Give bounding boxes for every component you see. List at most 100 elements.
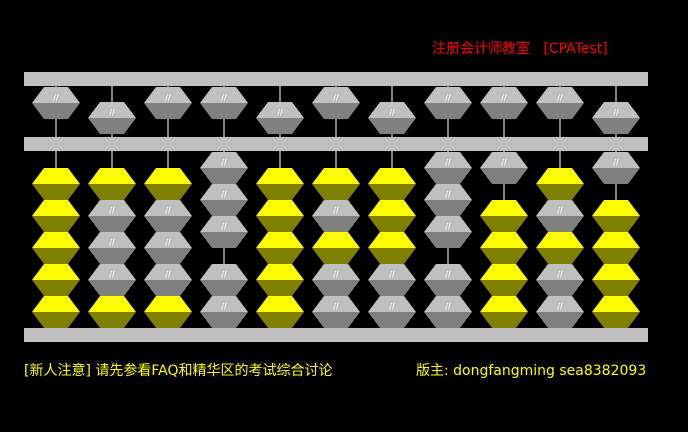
earth-bead-active[interactable] xyxy=(368,200,416,232)
earth-bead-active[interactable] xyxy=(368,232,416,264)
earth-bead[interactable]: // xyxy=(424,296,472,328)
earth-bead-active[interactable] xyxy=(312,168,360,200)
earth-bead-active[interactable] xyxy=(536,232,584,264)
earth-bead-active[interactable] xyxy=(312,232,360,264)
earth-bead[interactable]: // xyxy=(536,264,584,296)
earth-bead[interactable]: // xyxy=(200,184,248,216)
earth-bead[interactable]: // xyxy=(88,264,136,296)
bead-mark: // xyxy=(221,222,227,231)
bead-mark: // xyxy=(109,206,115,215)
earth-bead-active[interactable] xyxy=(368,168,416,200)
earth-bead[interactable]: // xyxy=(480,152,528,184)
bead-mark: // xyxy=(389,270,395,279)
earth-bead-active[interactable] xyxy=(144,296,192,328)
earth-bead-active[interactable] xyxy=(32,296,80,328)
earth-bead[interactable]: // xyxy=(536,200,584,232)
earth-bead-active[interactable] xyxy=(592,264,640,296)
earth-bead[interactable]: // xyxy=(424,264,472,296)
heaven-bead[interactable]: // xyxy=(144,87,192,119)
earth-bead-active[interactable] xyxy=(256,232,304,264)
earth-bead-active[interactable] xyxy=(592,232,640,264)
bead-mark: // xyxy=(109,238,115,247)
earth-bead-active[interactable] xyxy=(592,200,640,232)
bead-mark: // xyxy=(445,158,451,167)
earth-bead-active[interactable] xyxy=(256,264,304,296)
earth-bead[interactable]: // xyxy=(424,152,472,184)
bead-mark: // xyxy=(389,108,395,117)
earth-bead[interactable]: // xyxy=(200,264,248,296)
bead-mark: // xyxy=(221,93,227,102)
earth-bead-active[interactable] xyxy=(256,296,304,328)
earth-bead[interactable]: // xyxy=(424,184,472,216)
earth-bead-active[interactable] xyxy=(256,200,304,232)
heaven-bead[interactable]: // xyxy=(32,87,80,119)
earth-bead[interactable]: // xyxy=(368,296,416,328)
bead-mark: // xyxy=(109,270,115,279)
bead-mark: // xyxy=(557,206,563,215)
bead-mark: // xyxy=(109,108,115,117)
earth-bead[interactable]: // xyxy=(200,152,248,184)
earth-bead[interactable]: // xyxy=(592,152,640,184)
heaven-bead[interactable]: // xyxy=(424,87,472,119)
earth-bead-active[interactable] xyxy=(32,232,80,264)
earth-bead-active[interactable] xyxy=(480,264,528,296)
newbie-notice[interactable]: [新人注意] 请先参看FAQ和精华区的考试综合讨论 xyxy=(24,363,333,379)
earth-bead-active[interactable] xyxy=(88,168,136,200)
heaven-bead[interactable]: // xyxy=(200,87,248,119)
earth-bead-active[interactable] xyxy=(32,200,80,232)
earth-bead[interactable]: // xyxy=(144,200,192,232)
title-tag: [CPATest] xyxy=(543,41,608,57)
bead-mark: // xyxy=(445,302,451,311)
heaven-bead[interactable]: // xyxy=(312,87,360,119)
bead-mark: // xyxy=(389,302,395,311)
bead-mark: // xyxy=(445,190,451,199)
earth-bead-active[interactable] xyxy=(88,296,136,328)
bead-mark: // xyxy=(221,302,227,311)
earth-bead[interactable]: // xyxy=(200,296,248,328)
frame-top xyxy=(24,72,648,86)
earth-bead[interactable]: // xyxy=(312,200,360,232)
earth-bead[interactable]: // xyxy=(536,296,584,328)
earth-bead[interactable]: // xyxy=(312,296,360,328)
bead-mark: // xyxy=(221,190,227,199)
earth-bead[interactable]: // xyxy=(88,200,136,232)
earth-bead-active[interactable] xyxy=(480,232,528,264)
bead-mark: // xyxy=(557,270,563,279)
title-text: 注册会计师教室 xyxy=(432,41,530,57)
earth-bead[interactable]: // xyxy=(200,216,248,248)
earth-bead-active[interactable] xyxy=(536,168,584,200)
frame-beam xyxy=(24,137,648,151)
bead-mark: // xyxy=(445,270,451,279)
earth-bead[interactable]: // xyxy=(368,264,416,296)
earth-bead[interactable]: // xyxy=(312,264,360,296)
heaven-bead[interactable]: // xyxy=(592,102,640,134)
earth-bead-active[interactable] xyxy=(32,264,80,296)
earth-bead-active[interactable] xyxy=(32,168,80,200)
bead-mark: // xyxy=(165,93,171,102)
page-title: 注册会计师教室 [CPATest] xyxy=(432,38,608,58)
heaven-bead[interactable]: // xyxy=(88,102,136,134)
earth-bead-active[interactable] xyxy=(592,296,640,328)
bead-mark: // xyxy=(613,108,619,117)
heaven-bead[interactable]: // xyxy=(256,102,304,134)
heaven-bead[interactable]: // xyxy=(480,87,528,119)
heaven-bead[interactable]: // xyxy=(368,102,416,134)
earth-bead[interactable]: // xyxy=(144,232,192,264)
moderator-list[interactable]: 版主: dongfangming sea8382093 xyxy=(416,363,647,379)
bead-mark: // xyxy=(53,93,59,102)
bead-mark: // xyxy=(445,222,451,231)
earth-bead[interactable]: // xyxy=(144,264,192,296)
earth-bead-active[interactable] xyxy=(480,296,528,328)
bead-mark: // xyxy=(501,158,507,167)
bead-mark: // xyxy=(333,302,339,311)
earth-bead-active[interactable] xyxy=(256,168,304,200)
heaven-bead[interactable]: // xyxy=(536,87,584,119)
earth-bead-active[interactable] xyxy=(144,168,192,200)
bead-mark: // xyxy=(557,302,563,311)
bead-mark: // xyxy=(445,93,451,102)
earth-bead-active[interactable] xyxy=(480,200,528,232)
bead-mark: // xyxy=(333,206,339,215)
earth-bead[interactable]: // xyxy=(88,232,136,264)
earth-bead[interactable]: // xyxy=(424,216,472,248)
